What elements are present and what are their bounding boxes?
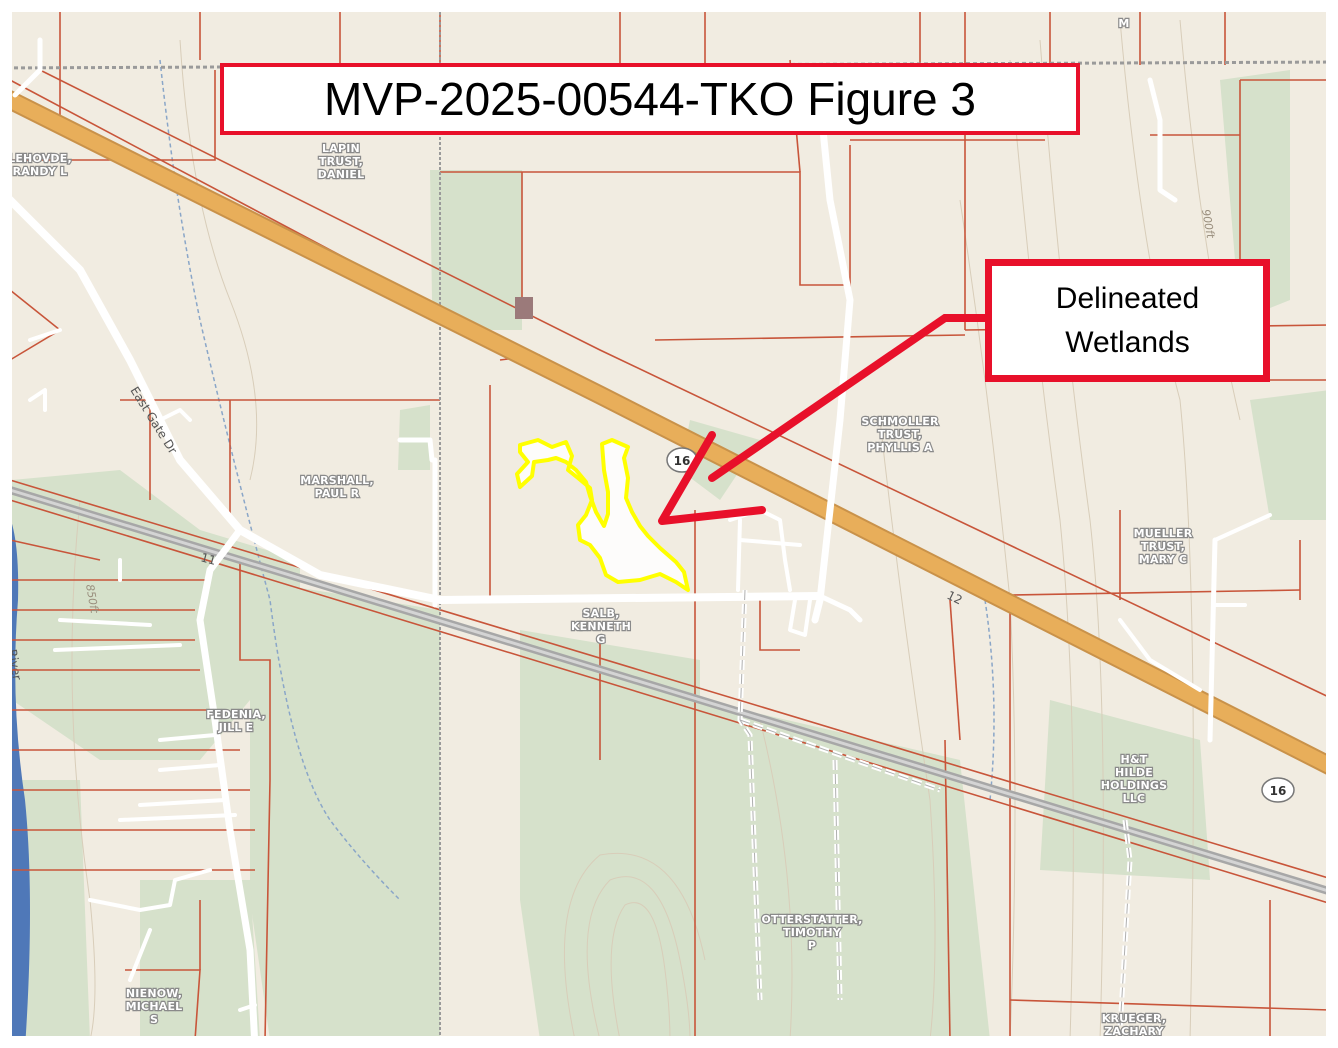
callout-line-2: Wetlands xyxy=(1065,325,1190,359)
private-drives-dark xyxy=(739,589,1131,1031)
contour-lines xyxy=(71,19,1241,1041)
local-roads xyxy=(0,37,1272,1048)
callout-arrow xyxy=(658,314,989,525)
owner-label-marshall: MARSHALL,PAUL R xyxy=(300,474,374,500)
road-label-12: 12 xyxy=(945,588,965,607)
building-marker xyxy=(515,297,533,319)
top-boundary-line xyxy=(0,60,1338,70)
svg-text:16: 16 xyxy=(674,454,691,468)
highway-shield-16-b: 16 xyxy=(1261,777,1295,803)
figure-title-box: MVP-2025-00544-TKO Figure 3 xyxy=(220,63,1080,135)
wetland-callout-box: Delineated Wetlands xyxy=(985,259,1270,382)
wetland-polygon[interactable] xyxy=(515,438,690,592)
owner-label-krueger: KRUEGER,ZACHARY xyxy=(1102,1012,1166,1038)
owner-label-top-right: M xyxy=(1118,17,1129,30)
streams xyxy=(159,59,995,901)
railroad xyxy=(8,486,1337,897)
owner-label-lehovde: LEHOVDE,RANDY L xyxy=(8,152,72,178)
owner-label-fedenia: FEDENIA,JILL E xyxy=(206,708,265,734)
contour-label-900: 900ft xyxy=(1199,208,1217,240)
callout-line-1: Delineated xyxy=(1055,282,1200,315)
contour-label-850: 850ft xyxy=(83,583,101,615)
figure-title: MVP-2025-00544-TKO Figure 3 xyxy=(324,73,976,125)
road-label-11: 11 xyxy=(199,550,217,567)
highway-16 xyxy=(0,86,1338,779)
svg-text:16: 16 xyxy=(1270,784,1287,798)
